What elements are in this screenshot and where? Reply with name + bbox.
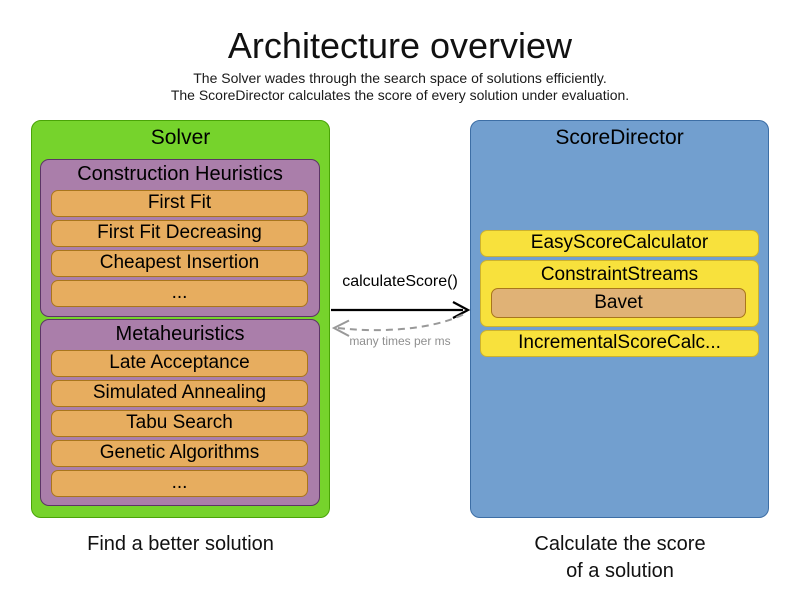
- incremental-score-calculator-item: IncrementalScoreCalc...: [480, 330, 759, 357]
- score-director-caption-line-1: Calculate the score: [534, 533, 706, 555]
- easy-score-calculator-item: EasyScoreCalculator: [480, 230, 759, 257]
- metaheuristic-item-ellipsis: ...: [51, 470, 308, 497]
- calculate-score-label: calculateScore(): [342, 273, 458, 290]
- page-title: Architecture overview: [227, 25, 573, 66]
- score-director-title: ScoreDirector: [555, 126, 684, 149]
- heuristic-item: Cheapest Insertion: [51, 250, 308, 277]
- solver-title: Solver: [150, 126, 211, 149]
- page-subtitle-line-1: The Solver wades through the search spac…: [193, 70, 607, 86]
- bavet-item: Bavet: [491, 288, 746, 318]
- heuristic-item: First Fit: [51, 190, 308, 217]
- dashed-return-line: [337, 312, 467, 332]
- construction-heuristics-title: Construction Heuristics: [77, 163, 283, 185]
- metaheuristics-title: Metaheuristics: [115, 323, 245, 345]
- metaheuristic-item: Simulated Annealing: [51, 380, 308, 407]
- solver-caption: Find a better solution: [87, 533, 274, 555]
- arrow-frequency-label: many times per ms: [349, 334, 451, 348]
- metaheuristic-item: Tabu Search: [51, 410, 308, 437]
- score-director-box: ScoreDirector EasyScoreCalculator Constr…: [470, 120, 769, 518]
- page-subtitle-line-2: The ScoreDirector calculates the score o…: [170, 87, 630, 103]
- heuristic-item-ellipsis: ...: [51, 280, 308, 307]
- constraint-streams-box: ConstraintStreams Bavet: [480, 260, 759, 327]
- solver-box: Solver Construction Heuristics First Fit…: [31, 120, 330, 518]
- metaheuristics-box: Metaheuristics Late Acceptance Simulated…: [40, 319, 320, 506]
- solid-arrow-head: [452, 301, 471, 319]
- metaheuristic-item: Late Acceptance: [51, 350, 308, 377]
- constraint-streams-title: ConstraintStreams: [540, 264, 699, 285]
- score-director-caption: Calculate the score of a solution: [470, 531, 770, 585]
- score-director-caption-line-2: of a solution: [566, 560, 674, 582]
- construction-heuristics-box: Construction Heuristics First Fit First …: [40, 159, 320, 317]
- metaheuristic-item: Genetic Algorithms: [51, 440, 308, 467]
- heuristic-item: First Fit Decreasing: [51, 220, 308, 247]
